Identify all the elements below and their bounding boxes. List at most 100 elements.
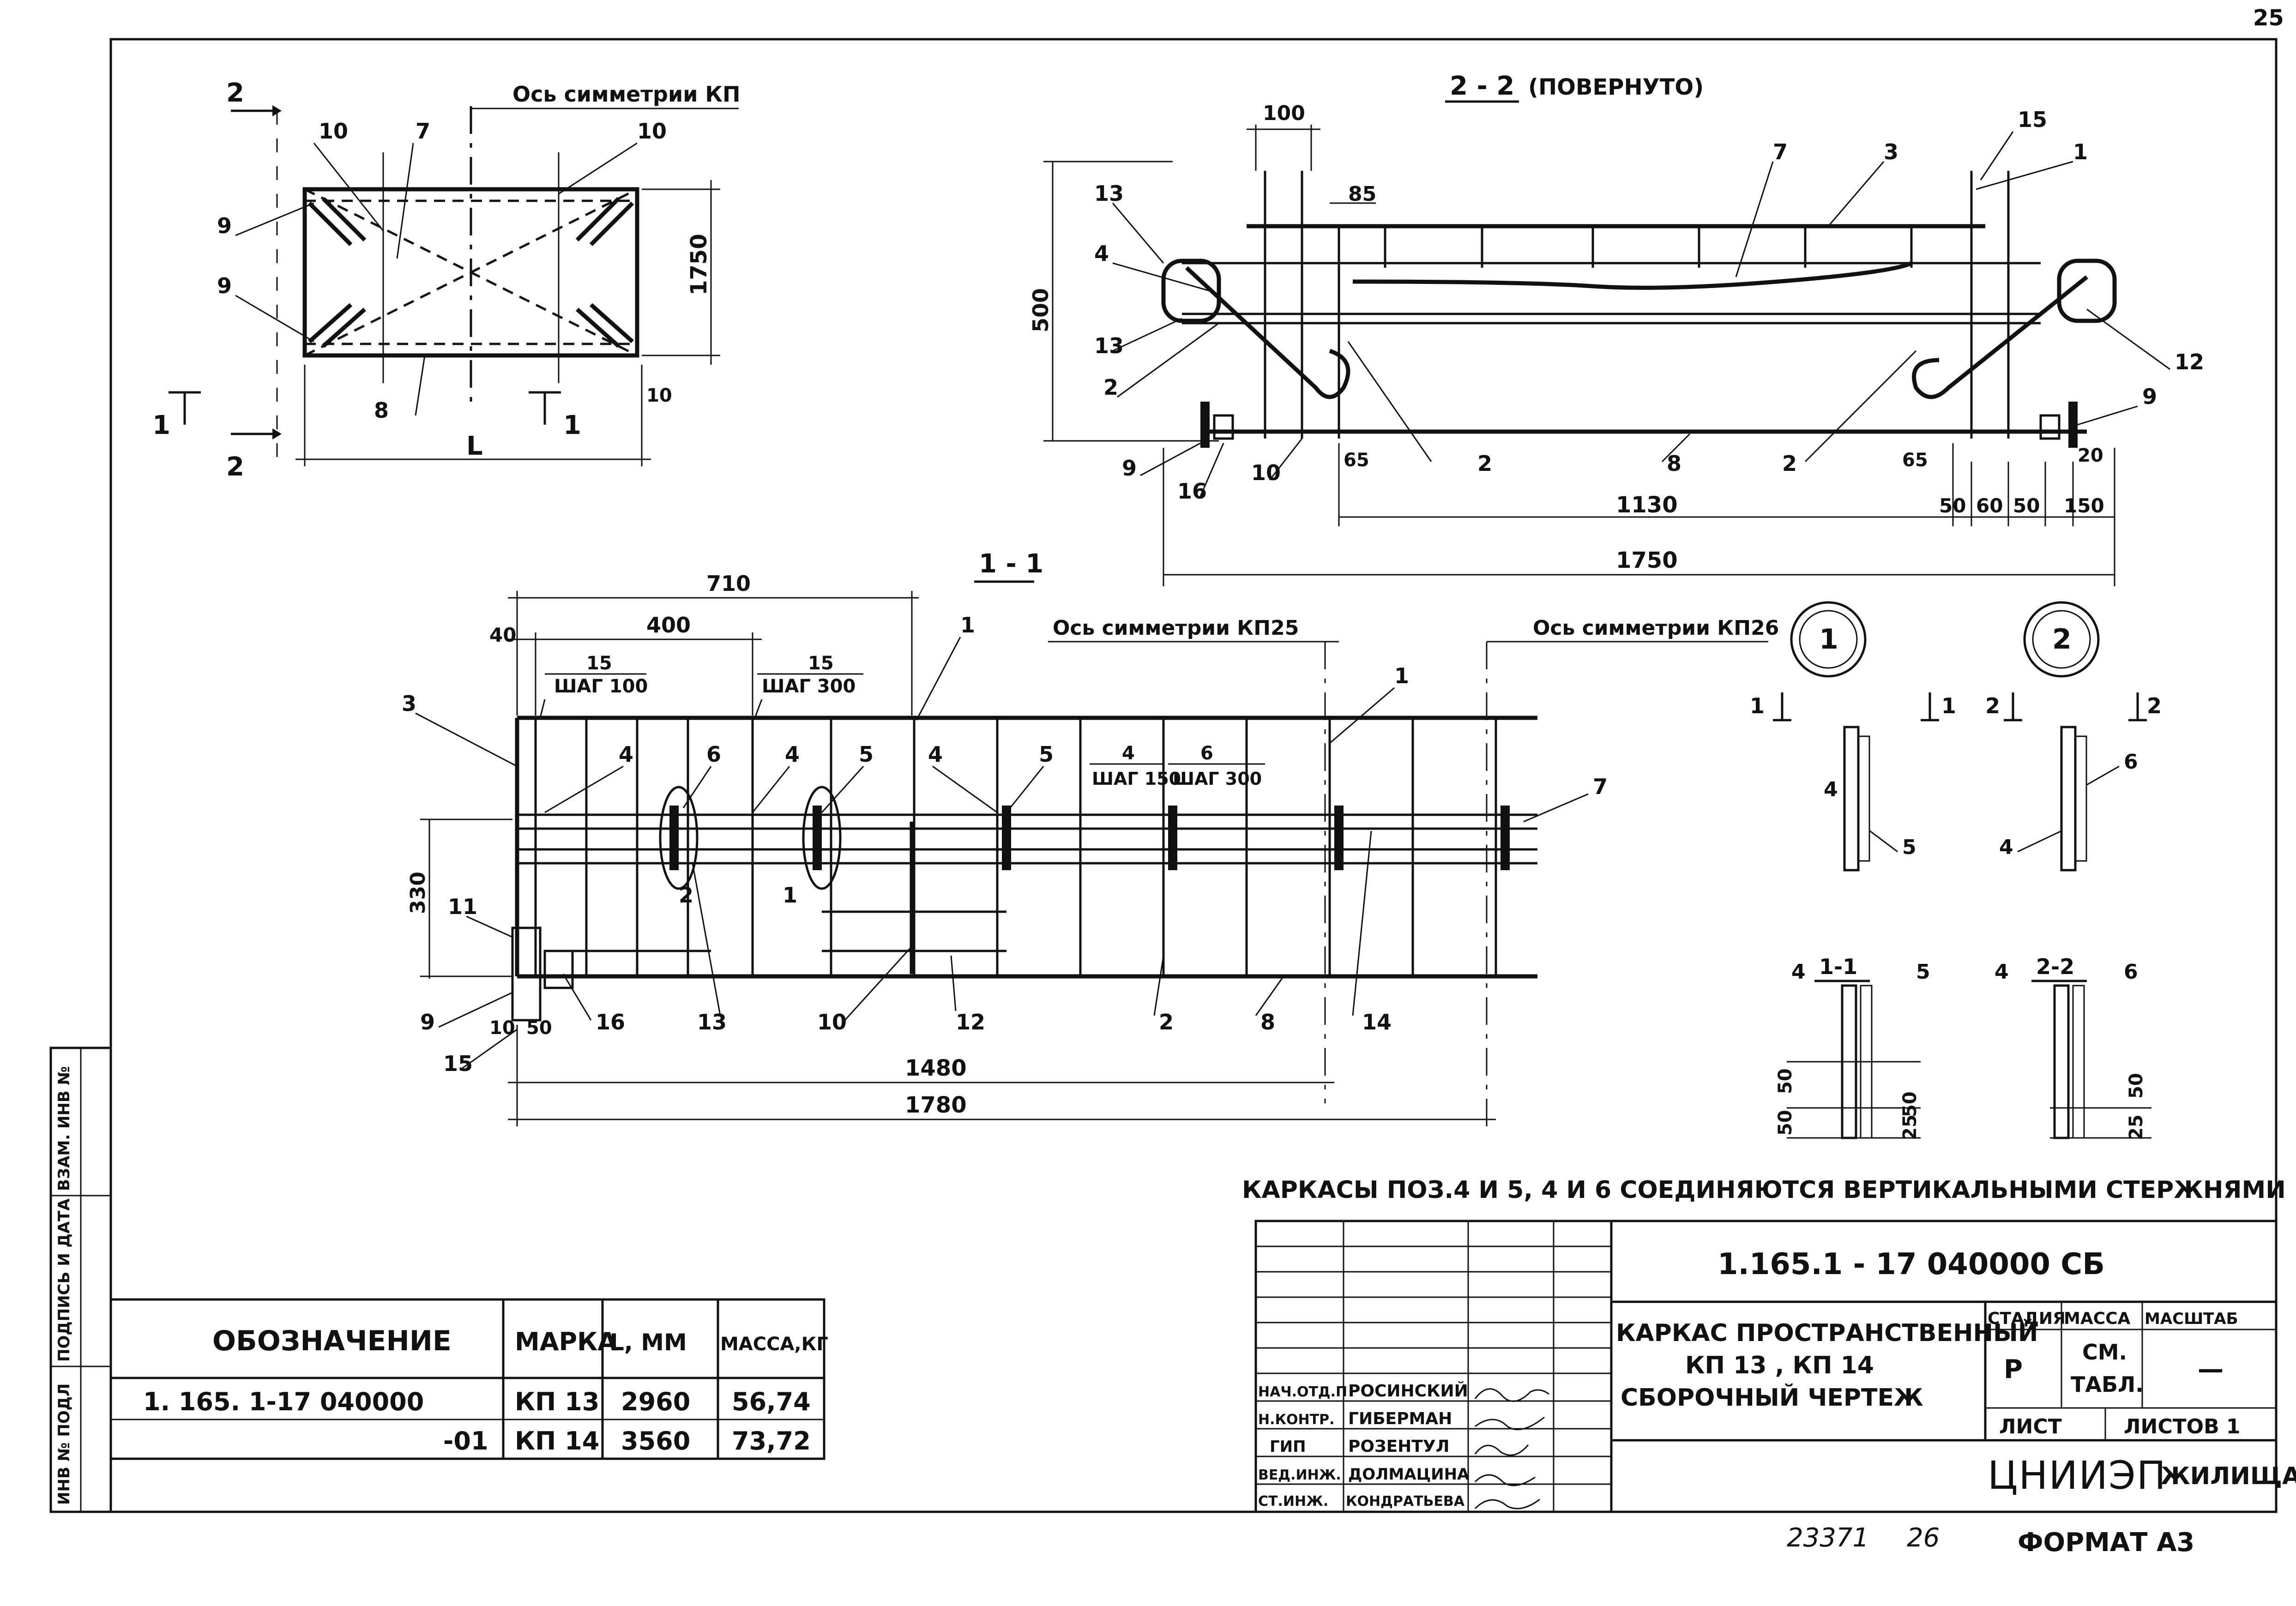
s11-callout-12: 12: [956, 1010, 985, 1035]
title-sheet-label: ЛИСТ: [1999, 1415, 2062, 1438]
s22-callout-2c: 2: [1782, 451, 1797, 476]
s22-callout-13a: 13: [1094, 181, 1124, 206]
staff-name-2: РОЗЕНТУЛ: [1348, 1437, 1450, 1456]
title-mass-value-1: СМ.: [2082, 1340, 2127, 1365]
axis-kp26-label: Ось симметрии КП26: [1533, 616, 1779, 640]
margin-label-vzam: ВЗАМ. ИНВ №: [55, 1066, 73, 1191]
signatures: [1474, 1388, 1549, 1510]
s22-dim-100: 100: [1263, 102, 1305, 125]
staff-name-1: ГИБЕРМАН: [1348, 1409, 1452, 1428]
spec-row1-mass: 56,74: [732, 1387, 811, 1416]
staff-role-4: СТ.ИНЖ.: [1258, 1493, 1328, 1510]
spec-row2-length: 3560: [621, 1426, 690, 1456]
s11-callout-4c: 4: [928, 742, 943, 767]
spec-row1-length: 2960: [621, 1387, 690, 1416]
s11-callout-8: 8: [1260, 1010, 1275, 1035]
s22-dim-65b: 65: [1902, 450, 1928, 471]
node-sec-2-2-dim-b: 25: [2126, 1114, 2147, 1140]
spec-row2-designation: -01: [443, 1426, 488, 1456]
s11-step-15b-step: ШАГ 300: [762, 676, 856, 697]
s22-dim-50b: 50: [2013, 494, 2040, 517]
spec-row2-mass: 73,72: [732, 1426, 811, 1456]
s22-callout-9: 9: [1122, 456, 1137, 481]
footer-inv-sheet: 26: [1907, 1523, 1940, 1553]
s22-callout-1: 1: [2073, 139, 2088, 164]
s11-step-15a-pos: 15: [586, 653, 612, 674]
node-2-callout-6: 6: [2124, 750, 2138, 774]
node-1-mark-left: 1: [1750, 693, 1765, 718]
s11-callout-13: 13: [697, 1010, 727, 1035]
margin-label-inv: ИНВ № ПОДЛ: [55, 1383, 73, 1505]
s11-step-4-step: ШАГ 150: [1092, 769, 1181, 789]
plan-dim-L: L: [466, 431, 483, 461]
node-2-mark-right: 2: [2147, 693, 2162, 718]
section-2-2-note: (ПОВЕРНУТО): [1528, 74, 1704, 100]
plan-axis-label: Ось симметрии КП: [512, 82, 741, 107]
s22-dim-50a: 50: [1939, 494, 1966, 517]
title-scale-header: МАСШТАБ: [2145, 1310, 2238, 1328]
title-doc-code: 1.165.1 - 17 040000 СБ: [1717, 1247, 2105, 1281]
s11-callout-10: 10: [817, 1010, 847, 1035]
s22-callout-9b: 9: [2142, 384, 2157, 409]
s11-step-15b-pos: 15: [808, 653, 834, 674]
title-mass-value-2: ТАБЛ.: [2071, 1372, 2144, 1397]
plan-view: 2 2 1 1 Ось симметрии КП 1750 L 10 10 7 …: [152, 78, 741, 482]
page-number: 25: [2253, 5, 2284, 31]
title-mass-header: МАССА: [2064, 1309, 2131, 1328]
node-2-callout-4: 4: [1999, 836, 2013, 859]
plan-callout-10b: 10: [637, 119, 667, 144]
staff-role-1: Н.КОНТР.: [1258, 1412, 1334, 1428]
s11-callout-3: 3: [402, 691, 416, 716]
s11-callout-11: 11: [448, 894, 477, 919]
section-mark-2-top: 2: [226, 78, 244, 108]
s22-dim-500: 500: [1028, 288, 1053, 332]
section-2-2-title: 2 - 2: [1450, 71, 1514, 101]
staff-name-0: РОСИНСКИЙ: [1348, 1381, 1468, 1401]
spec-table: ОБОЗНАЧЕНИЕ МАРКА L, ММ МАССА,КГ 1. 165.…: [109, 1298, 828, 1460]
s22-callout-4: 4: [1094, 241, 1109, 266]
node-1-callout-5: 5: [1902, 836, 1916, 859]
spec-header-designation: ОБОЗНАЧЕНИЕ: [212, 1325, 452, 1357]
plan-callout-10a: 10: [319, 119, 348, 144]
staff-role-0: НАЧ.ОТД.П: [1258, 1384, 1347, 1400]
s11-dim-400: 400: [646, 613, 691, 638]
node-1-mark-right: 1: [1941, 693, 1956, 718]
footer-format: ФОРМАТ А3: [2018, 1528, 2194, 1558]
section-mark-2-bottom: 2: [226, 452, 244, 482]
node-sec-1-1-dim-c: 50: [1899, 1091, 1921, 1117]
staff-name-3: ДОЛМАЦИНА: [1348, 1465, 1470, 1484]
s11-dim-40: 40: [489, 624, 516, 646]
spec-header-length: L, ММ: [609, 1329, 687, 1356]
section-1-1-title: 1 - 1: [979, 549, 1043, 579]
title-stage-header: СТАДИЯ: [1988, 1309, 2066, 1328]
s22-dim-60: 60: [1976, 494, 2003, 517]
section-1-1-view: 1 - 1: [402, 549, 1779, 1126]
s11-step-6-pos: 6: [1200, 743, 1213, 764]
left-margin-strip: ИНВ № ПОДЛ ПОДПИСЬ И ДАТА ВЗАМ. ИНВ №: [49, 1047, 112, 1513]
s22-dim-65a: 65: [1344, 450, 1369, 471]
s22-dim-1750: 1750: [1616, 547, 1678, 573]
node-sec-2-2-callout-6: 6: [2124, 960, 2138, 984]
s22-callout-13b: 13: [1094, 333, 1124, 358]
s11-callout-2a: 2: [679, 883, 693, 908]
node-2-label: 2: [2052, 623, 2072, 656]
spec-row2-mark: КП 14: [515, 1426, 599, 1456]
title-line-2: КП 13 , КП 14: [1685, 1352, 1874, 1379]
s11-callout-1b: 1: [1394, 663, 1409, 688]
plan-callout-8: 8: [374, 398, 389, 423]
plan-dim-1750: 1750: [686, 234, 712, 295]
s11-callout-16: 16: [596, 1010, 625, 1035]
s11-dim-330: 330: [406, 872, 430, 914]
spec-row1-designation: 1. 165. 1-17 040000: [143, 1387, 424, 1416]
s11-step-6-step: ШАГ 300: [1173, 769, 1262, 789]
s11-dim-1480: 1480: [905, 1055, 967, 1081]
s11-callout-4b: 4: [785, 742, 800, 767]
title-line-3: СБОРОЧНЫЙ ЧЕРТЕЖ: [1621, 1383, 1923, 1412]
s11-callout-5a: 5: [859, 742, 874, 767]
s11-callout-2b: 2: [1159, 1010, 1174, 1035]
node-1-callout-4: 4: [1824, 778, 1838, 801]
s11-dim-10: 10: [489, 1017, 515, 1039]
staff-role-3: ВЕД.ИНЖ.: [1258, 1467, 1341, 1483]
s11-step-15a-step: ШАГ 100: [554, 676, 648, 697]
s22-callout-2a: 2: [1103, 375, 1118, 400]
